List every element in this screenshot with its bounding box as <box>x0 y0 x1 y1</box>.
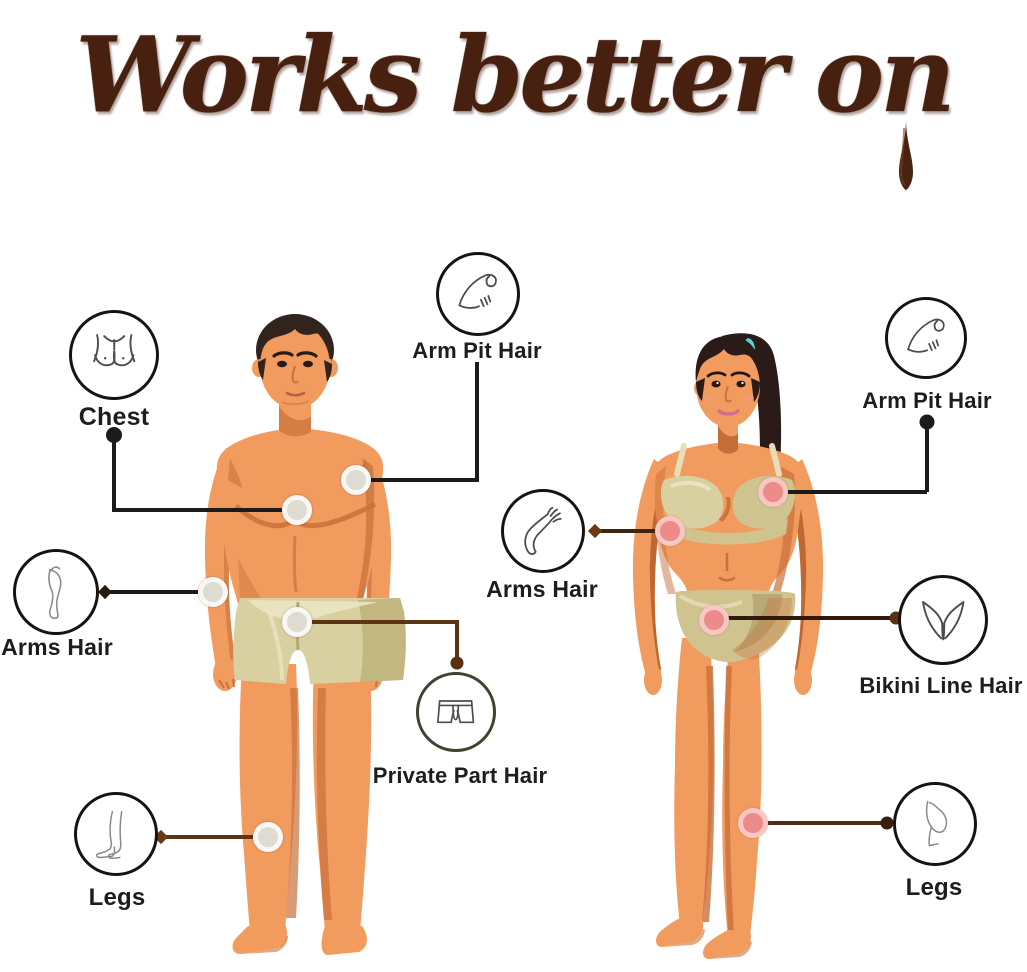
bikini-connector-line <box>714 616 896 620</box>
male-leg-marker <box>253 822 283 852</box>
female-armpit-connector-hline <box>777 490 927 494</box>
female-arms-connector-line <box>592 529 670 533</box>
chest-callout-circle <box>69 310 159 400</box>
chest-icon <box>92 333 136 367</box>
male-armpit-label: Arm Pit Hair <box>412 338 542 363</box>
legs-icon <box>95 810 123 860</box>
male-figure <box>178 308 418 960</box>
male-arms-connector-diamond <box>97 584 113 600</box>
bent-leg-icon <box>925 800 948 847</box>
title-text: Works better on <box>75 13 955 136</box>
female-armpit-callout-circle <box>885 297 967 379</box>
female-armpit-marker <box>758 477 788 507</box>
female-figure <box>622 326 834 972</box>
page-title: Works better on <box>0 0 1027 155</box>
private-label: Private Part Hair <box>372 763 548 788</box>
male-private-marker <box>282 607 312 637</box>
male-armpit-connector-vline <box>475 362 479 482</box>
male-legs-callout-circle <box>74 792 158 876</box>
female-legs-connector-dot <box>880 816 894 830</box>
female-leg-marker <box>738 808 768 838</box>
chest-connector-hline <box>112 508 299 512</box>
male-armpit-marker <box>341 465 371 495</box>
female-arms-callout-circle <box>501 489 585 573</box>
female-arms-connector-diamond <box>587 523 603 539</box>
bikini-callout-circle <box>898 575 988 665</box>
female-legs-callout-circle <box>893 782 977 866</box>
female-legs-connector-line <box>753 821 887 825</box>
bikini-bottom-icon <box>921 600 965 641</box>
arm-icon <box>48 566 62 620</box>
chest-label: Chest <box>78 403 150 431</box>
male-arms-label: Arms Hair <box>1 634 113 660</box>
private-connector-vline <box>455 620 459 664</box>
male-arms-connector-line <box>102 590 213 594</box>
female-arm-marker <box>655 516 685 546</box>
chest-marker <box>282 495 312 525</box>
private-connector-dot <box>450 656 464 670</box>
male-arm-marker <box>198 577 228 607</box>
male-legs-connector-line <box>158 835 268 839</box>
female-legs-label: Legs <box>905 874 963 901</box>
male-legs-label: Legs <box>88 884 146 911</box>
chocolate-drip-icon <box>896 118 916 201</box>
private-callout-circle <box>416 672 496 752</box>
male-armpit-callout-circle <box>436 252 520 336</box>
bikini-label: Bikini Line Hair <box>859 673 1023 698</box>
boxer-shorts-icon <box>437 700 475 724</box>
female-arms-label: Arms Hair <box>486 576 598 602</box>
male-arms-callout-circle <box>13 549 99 635</box>
chest-connector-vline <box>112 435 116 512</box>
private-connector-hline <box>297 620 459 624</box>
female-bikini-marker <box>699 605 729 635</box>
female-armpit-label: Arm Pit Hair <box>862 388 992 413</box>
raised-arm-icon <box>906 318 945 353</box>
raised-arm-icon <box>458 273 497 309</box>
female-armpit-connector-vline <box>925 422 929 492</box>
arm-hand-icon <box>524 506 562 555</box>
male-armpit-connector-hline <box>356 478 479 482</box>
